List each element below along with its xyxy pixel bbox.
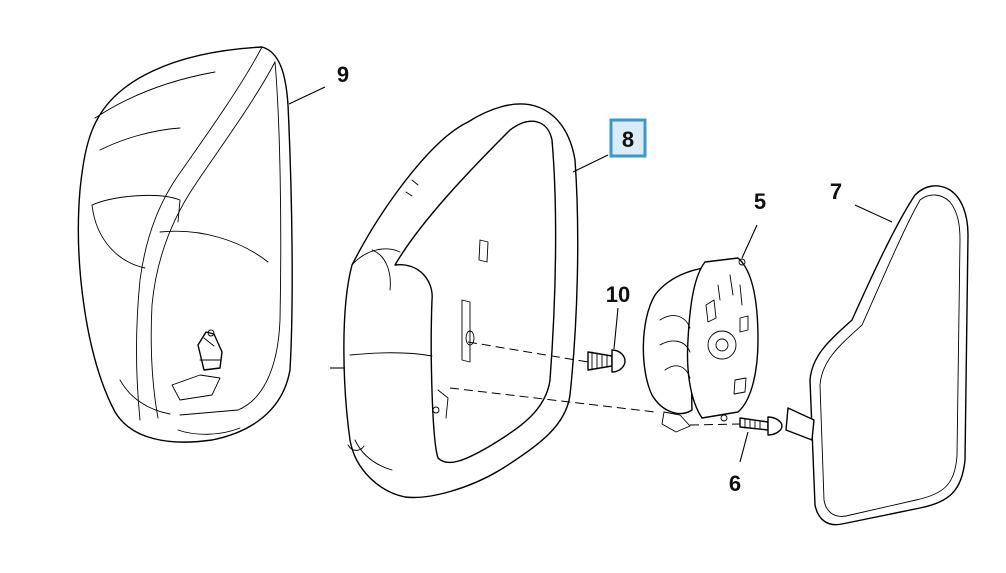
part-7-mirror-glass (785, 185, 969, 526)
callout-8-highlight-box[interactable] (609, 118, 647, 158)
callout-6: 6 (729, 471, 741, 496)
callout-8[interactable]: 8 (622, 127, 634, 152)
callout-10: 10 (606, 282, 630, 307)
part-6-screw (739, 416, 783, 436)
part-10-screw (587, 349, 626, 373)
leader-lines (288, 86, 893, 463)
part-9-housing-cover (77, 46, 293, 443)
callout-5: 5 (754, 189, 766, 214)
callout-9: 9 (337, 62, 349, 87)
assembly-axis-lines (330, 341, 741, 426)
part-8-mirror-frame (343, 103, 579, 499)
callout-7: 7 (830, 179, 842, 204)
part-5-adjustment-motor (642, 257, 759, 433)
